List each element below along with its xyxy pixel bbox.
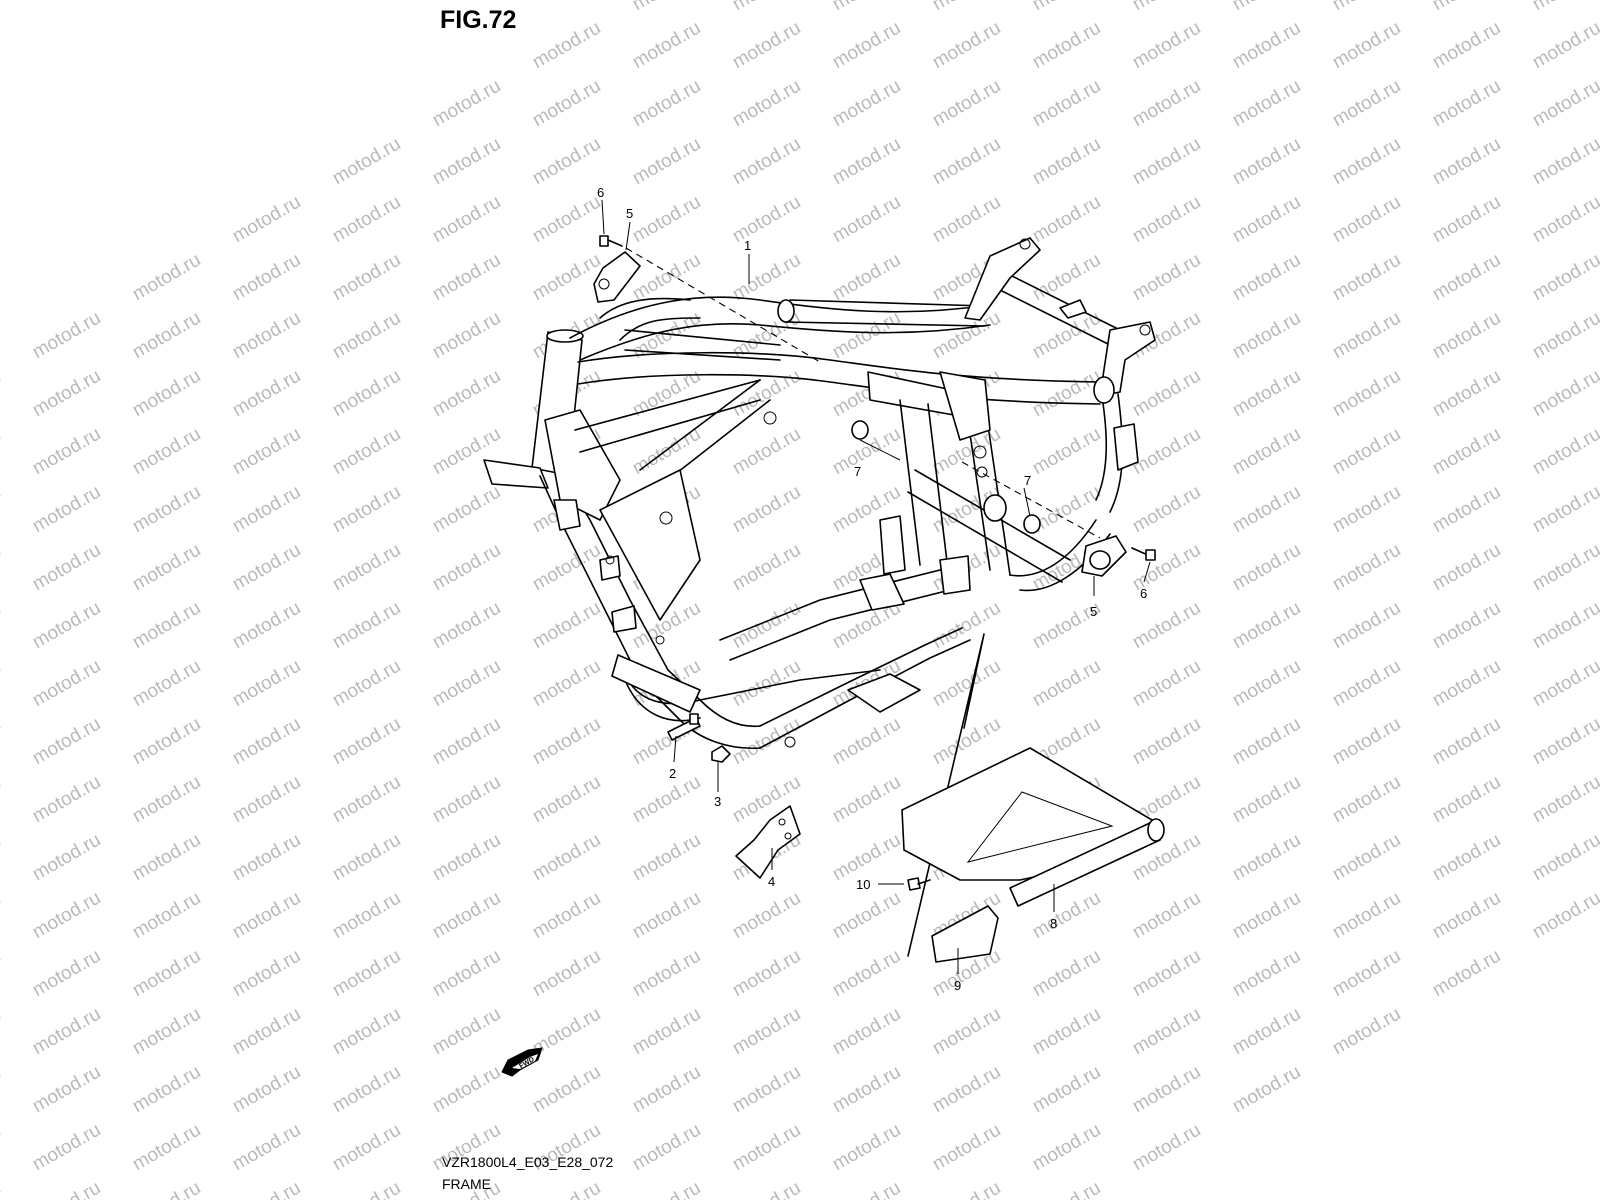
alignment-line-rear: [961, 461, 1101, 539]
skid-plate-cutout: [966, 791, 1114, 863]
callout-5-rear: 5: [1090, 604, 1097, 619]
engine-mount-front: [553, 499, 581, 531]
steering-head-bottom: [483, 459, 549, 489]
callout-7-right: 7: [1024, 473, 1031, 488]
callout-7-left: 7: [854, 464, 861, 479]
callout-1: 1: [744, 238, 751, 253]
top-tube-lower: [577, 351, 1101, 383]
center-downtube: [639, 379, 771, 491]
top-tube-upper-lower-edge: [579, 322, 991, 361]
callout-3: 3: [714, 794, 721, 809]
mount-tab-b: [611, 605, 637, 633]
rear-upper-crossbar: [999, 269, 1121, 346]
callout-6-upper: 6: [597, 185, 604, 200]
rear-downtube-end: [1093, 376, 1115, 404]
lower-rear-bracket-b: [939, 555, 971, 595]
diagram-code: VZR1800L4_E03_E28_072: [442, 1154, 614, 1170]
rear-left-plate: [964, 237, 1041, 321]
part-9-guard: [931, 905, 999, 963]
lower-rear-bracket: [859, 573, 905, 611]
inner-cross-member: [624, 329, 781, 361]
part-6-bolt-upper: [599, 235, 623, 247]
figure-title: FIG.72: [440, 6, 517, 34]
fwd-arrow-icon: FWD: [501, 1047, 543, 1077]
alignment-line-front: [625, 247, 821, 363]
upper-left-tube: [599, 297, 701, 341]
skid-plate-inset: [901, 633, 1165, 963]
steering-head-top: [546, 329, 584, 343]
front-downtube-inner: [559, 469, 761, 728]
top-bracket: [1059, 299, 1087, 319]
part-7-grommet-a: [851, 420, 869, 440]
callout-10: 10: [856, 877, 870, 892]
diagram-caption: FRAME: [442, 1176, 491, 1192]
pivot-gusset: [939, 371, 991, 441]
cross-tube-end: [777, 299, 795, 323]
front-downtube-outer: [539, 475, 761, 750]
callout-2: 2: [669, 766, 676, 781]
lower-mount-boss: [847, 673, 921, 713]
diagonal-brace: [574, 379, 761, 453]
part-4-bracket: [735, 805, 801, 879]
callout-8: 8: [1050, 916, 1057, 931]
part-7-grommet-b: [1023, 514, 1041, 534]
callout-9: 9: [954, 978, 961, 993]
pivot-boss: [983, 494, 1007, 522]
inner-lower-rail: [719, 569, 951, 661]
frame-assembly: [483, 237, 1156, 750]
lower-front-tube: [611, 654, 701, 713]
leader-7a: [859, 439, 901, 461]
front-gusset: [544, 409, 621, 521]
part-2-bolt: [667, 713, 701, 741]
top-tube-lower-edge: [577, 373, 1101, 405]
callout-4: 4: [768, 874, 775, 889]
top-tube-upper: [569, 296, 991, 339]
cross-plate-vertical: [879, 515, 906, 575]
rear-cross-tube: [784, 299, 986, 327]
leader-lines: [601, 199, 1151, 974]
part-10-bolt: [907, 877, 921, 891]
side-gusset: [599, 469, 701, 621]
callout-6-rear: 6: [1140, 586, 1147, 601]
part-5-bracket-upper: [593, 251, 641, 303]
rear-mount-plate: [1113, 423, 1139, 471]
part-3-nut: [711, 745, 731, 763]
mount-tab-a: [599, 555, 621, 581]
center-post: [899, 399, 949, 571]
part-6-bolt-rear: [1131, 547, 1156, 561]
callout-5-upper: 5: [626, 206, 633, 221]
